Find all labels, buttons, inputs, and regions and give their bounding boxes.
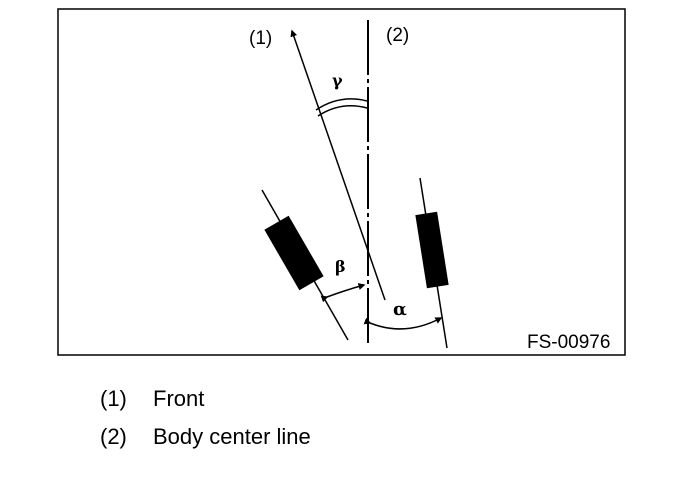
legend-number: (1) xyxy=(100,386,127,411)
right-wheel xyxy=(415,211,449,289)
figure-code: FS-00976 xyxy=(527,332,610,353)
front-direction-line xyxy=(290,29,386,301)
front-callout: (1) xyxy=(249,28,272,49)
beta-arc xyxy=(320,283,366,303)
beta-label: β xyxy=(335,257,346,276)
alpha-label: α xyxy=(393,299,407,320)
left-wheel xyxy=(264,215,324,291)
gamma-arc-outer xyxy=(315,98,368,111)
diagram-frame xyxy=(57,8,626,356)
legend-label: Body center line xyxy=(153,424,311,449)
legend-label: Front xyxy=(153,386,205,411)
centerline-callout: (2) xyxy=(386,25,409,46)
legend-number: (2) xyxy=(100,424,127,449)
alpha-arc xyxy=(363,317,443,330)
gamma-arc-inner xyxy=(317,105,368,117)
gamma-label: γ xyxy=(332,71,343,90)
